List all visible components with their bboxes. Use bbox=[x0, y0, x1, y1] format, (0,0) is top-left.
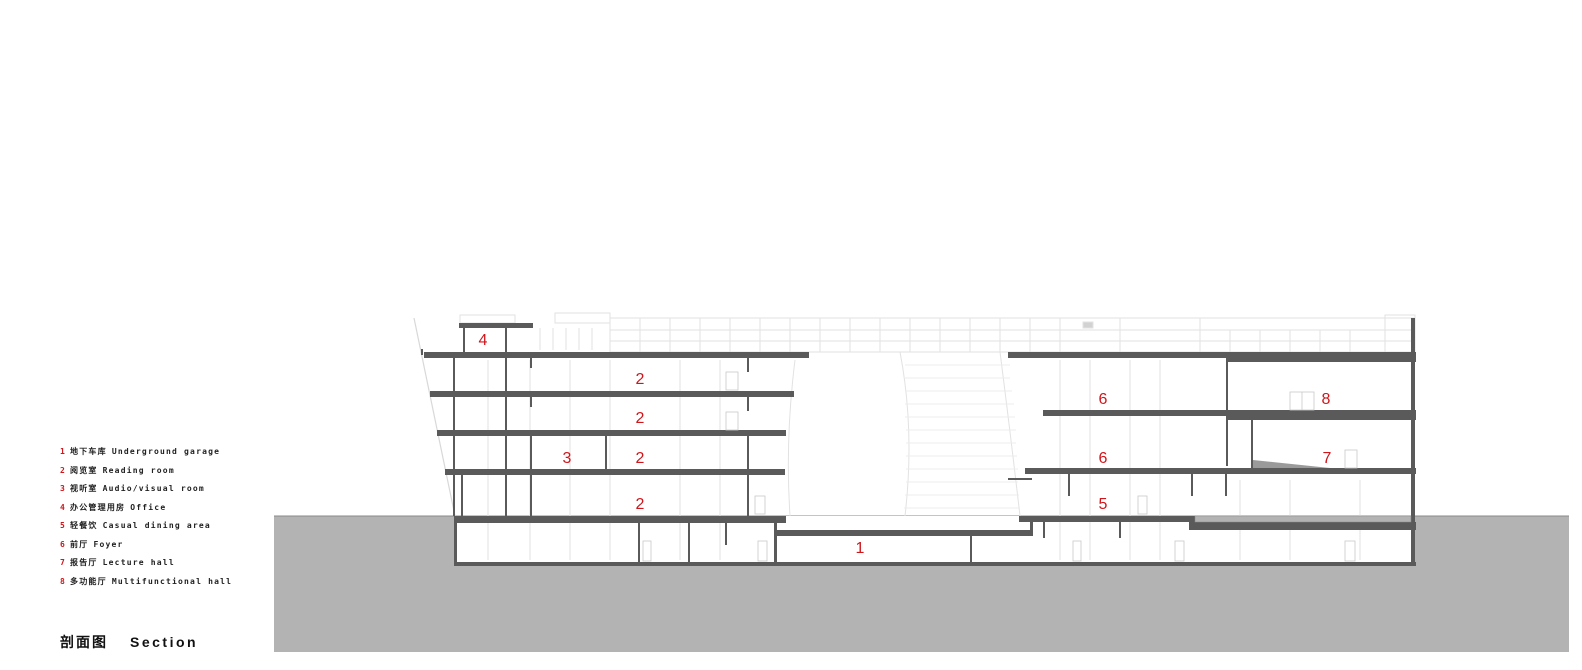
room-label: 4 bbox=[479, 332, 488, 349]
room-label: 2 bbox=[636, 410, 645, 427]
room-label: 6 bbox=[1099, 450, 1108, 467]
legend-zh: 视听室 bbox=[70, 484, 98, 493]
legend-zh: 报告厅 bbox=[70, 558, 98, 567]
room-label: 7 bbox=[1323, 450, 1332, 467]
legend-number: 8 bbox=[60, 576, 67, 586]
legend-zh: 办公管理用房 bbox=[70, 502, 126, 512]
room-label: 8 bbox=[1322, 391, 1331, 408]
right-block-structure bbox=[1008, 318, 1416, 566]
title-en: Section bbox=[130, 634, 199, 650]
legend-number: 1 bbox=[60, 447, 67, 456]
legend-number: 2 bbox=[60, 465, 67, 475]
legend-en: Casual dining area bbox=[102, 521, 211, 530]
room-label: 5 bbox=[1099, 496, 1108, 513]
legend-zh: 多功能厅 bbox=[70, 576, 107, 586]
room-label: 2 bbox=[636, 450, 645, 467]
left-block-structure bbox=[421, 323, 1416, 566]
room-label: 2 bbox=[636, 371, 645, 388]
legend-zh: 阅览室 bbox=[70, 465, 98, 475]
lecture-hall-seating bbox=[1253, 460, 1330, 468]
legend-number: 4 bbox=[60, 502, 67, 512]
legend-en: Lecture hall bbox=[102, 558, 175, 567]
garage-structure bbox=[776, 516, 1033, 562]
room-labels: 4 2 2 3 2 2 1 6 8 6 7 5 bbox=[479, 332, 1332, 557]
legend-en: Multifunctional hall bbox=[111, 576, 233, 586]
legend-zh: 前厅 bbox=[70, 539, 89, 549]
room-label: 3 bbox=[563, 450, 572, 467]
legend-en: Audio/visual room bbox=[102, 484, 205, 493]
title-zh: 剖面图 bbox=[60, 634, 108, 650]
doors bbox=[642, 371, 1358, 562]
legend-en: Office bbox=[130, 502, 167, 512]
room-label: 1 bbox=[856, 540, 865, 557]
legend-zh: 地下车库 bbox=[70, 447, 107, 456]
legend-number: 3 bbox=[60, 484, 67, 493]
room-label: 2 bbox=[636, 496, 645, 513]
legend-zh: 轻餐饮 bbox=[70, 521, 98, 530]
drawing-title: 剖面图 Section bbox=[60, 632, 198, 652]
legend-en: Underground garage bbox=[111, 447, 221, 456]
legend-number: 7 bbox=[60, 558, 67, 567]
legend-en: Reading room bbox=[102, 465, 175, 475]
legend-en: Foyer bbox=[93, 539, 124, 549]
room-label: 6 bbox=[1099, 391, 1108, 408]
sloped-facade bbox=[413, 317, 456, 517]
atrium-facade-grid bbox=[904, 364, 1020, 509]
legend-number: 6 bbox=[60, 539, 67, 549]
legend-number: 5 bbox=[60, 521, 67, 530]
